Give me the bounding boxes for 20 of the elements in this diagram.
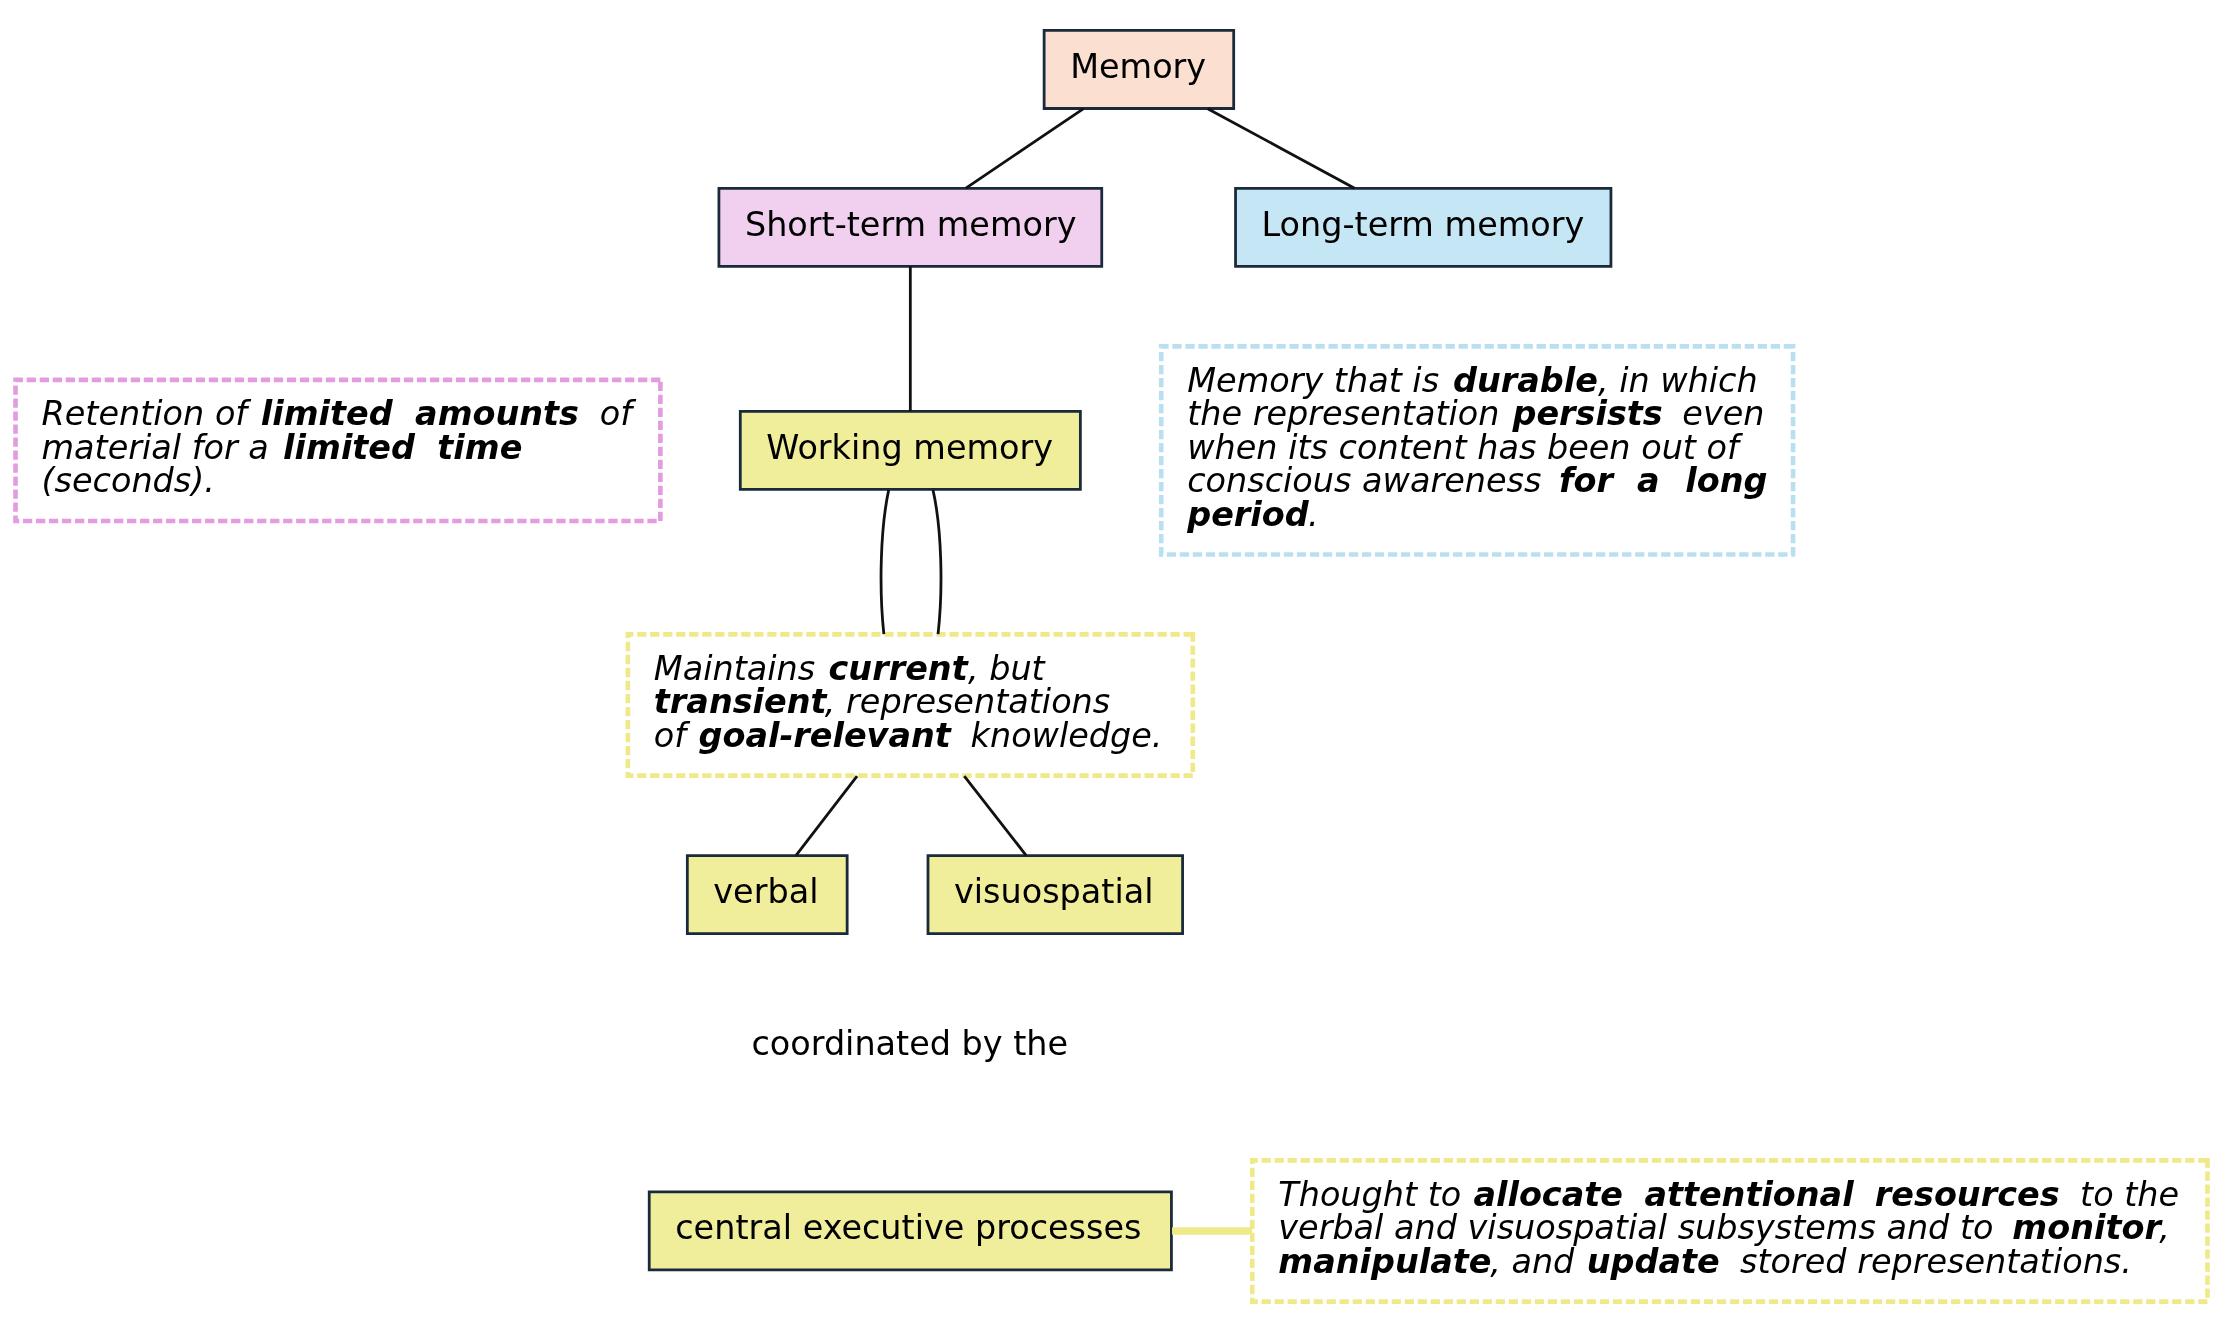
connector [794,775,859,857]
node-box: Retention of limited amounts of material for a limited time (seconds). [13,377,663,524]
node-box: Memory [1042,29,1236,110]
connector [963,775,1028,857]
connector [908,266,912,412]
node-box: verbal [685,854,849,935]
node-box: Thought to allocate attentional resources to the verbal and visuospatial subsystems and to monitor, manipulate, and update stored representations. [1249,1158,2210,1304]
node-box: Memory that is durable, in which the representation persists even when its content has been out of conscious awareness for a long period. [1158,344,1796,557]
node-box: visuospatial [926,854,1184,935]
connector [1207,107,1356,190]
connector [931,489,943,635]
connector [965,107,1085,190]
node-box: Maintains current, but transient, representations of goal-relevant knowledge. [625,632,1196,778]
label: coordinated by the [751,1024,1069,1064]
node-box: central executive processes [647,1190,1173,1272]
node-box: Short-term memory [717,187,1104,268]
node-box: Working memory [738,410,1082,491]
node-box: Long-term memory [1234,187,1613,268]
connector [879,489,891,635]
connector [1172,1227,1253,1235]
